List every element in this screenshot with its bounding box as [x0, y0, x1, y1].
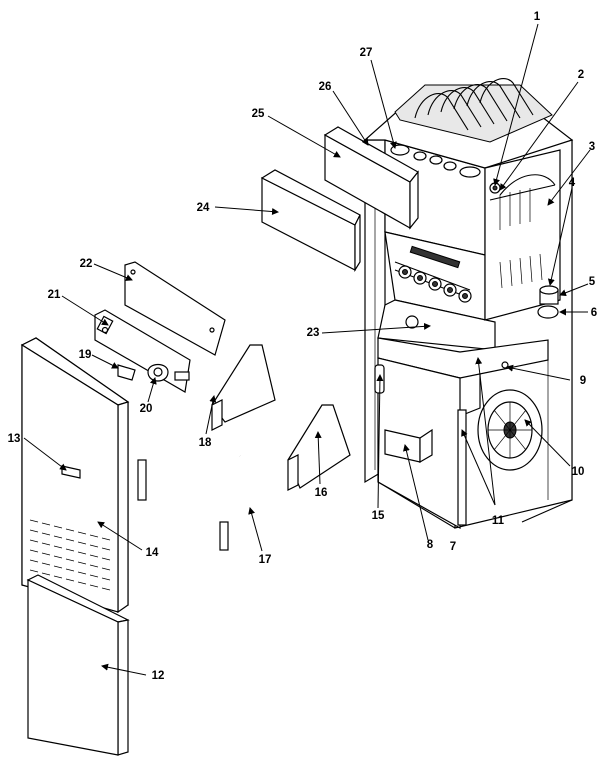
callout-7: 7	[450, 541, 456, 553]
callout-25: 25	[252, 108, 265, 120]
callout-16: 16	[315, 487, 328, 499]
furnace-cabinet	[363, 78, 574, 530]
callout-15: 15	[372, 510, 385, 522]
callout-12: 12	[152, 670, 165, 682]
callout-19: 19	[79, 349, 92, 361]
part-24-cover-panel	[260, 169, 361, 273]
heat-exchanger-tubes	[414, 78, 534, 131]
callout-23: 23	[307, 327, 320, 339]
callout-2: 2	[578, 69, 584, 81]
callout-13: 13	[8, 433, 21, 445]
callout-14: 14	[146, 547, 159, 559]
burner-manifold	[394, 245, 472, 303]
callout-8: 8	[427, 539, 434, 551]
callout-27: 27	[360, 47, 373, 59]
blower-wheel	[477, 389, 543, 471]
part-22-bracket-plate	[124, 261, 226, 356]
callout-10: 10	[572, 466, 585, 478]
callout-26: 26	[319, 81, 332, 93]
part-25-panel	[323, 126, 419, 230]
callout-18: 18	[199, 437, 212, 449]
callout-3: 3	[589, 141, 595, 153]
callout-1: 1	[534, 11, 541, 23]
part-19-20-valve	[117, 363, 190, 382]
part-14-upper-door	[20, 337, 130, 614]
callout-11: 11	[492, 515, 505, 527]
callout-20: 20	[140, 403, 153, 415]
callout-9: 9	[580, 375, 586, 387]
leader-lines	[23, 23, 591, 676]
part-17-rod	[137, 454, 258, 551]
callout-5: 5	[589, 276, 596, 288]
callout-17: 17	[259, 554, 272, 566]
callout-4: 4	[569, 177, 576, 189]
part-12-lower-door	[26, 574, 130, 756]
callout-21: 21	[48, 289, 61, 301]
callout-6: 6	[591, 307, 597, 319]
callout-labels: 1 2 3 4 5 6 7 8 9 10 11 12 13 14 15 16 1…	[8, 11, 598, 682]
part-18-bracket	[211, 344, 276, 431]
callout-22: 22	[80, 258, 93, 270]
callout-24: 24	[197, 202, 210, 214]
